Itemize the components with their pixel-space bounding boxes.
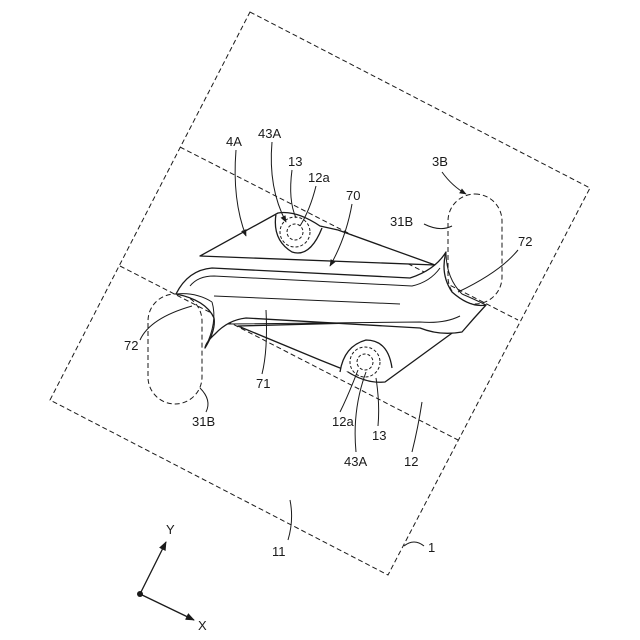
label-71: 71	[256, 376, 270, 391]
leader-43a-bottom	[355, 372, 366, 452]
leader-1	[404, 542, 424, 546]
label-12: 12	[404, 454, 418, 469]
axis-y-label: Y	[166, 522, 175, 537]
leader-3b	[442, 172, 466, 194]
axis-origin	[137, 591, 143, 597]
label-72-right: 72	[518, 234, 532, 249]
leader-31b-bottom	[200, 388, 208, 412]
leader-72-right	[458, 250, 518, 292]
label-43a-top: 43A	[258, 126, 281, 141]
label-13-top: 13	[288, 154, 302, 169]
leader-11	[288, 500, 292, 540]
leader-43a-top	[271, 142, 286, 222]
pad-31b-lower	[148, 294, 202, 404]
label-31b-bottom: 31B	[192, 414, 215, 429]
label-31b-top: 31B	[390, 214, 413, 229]
label-1: 1	[428, 540, 435, 555]
label-43a-bottom: 43A	[344, 454, 367, 469]
label-4a: 4A	[226, 134, 242, 149]
leader-13-top	[291, 170, 296, 218]
label-11: 11	[272, 544, 286, 559]
leader-13-bottom	[376, 378, 379, 426]
axis-x-arrow	[140, 594, 194, 620]
label-12a-bottom: 12a	[332, 414, 354, 429]
label-12a-top: 12a	[308, 170, 330, 185]
label-3b: 3B	[432, 154, 448, 169]
leader-4a	[235, 150, 246, 236]
leader-12	[412, 402, 422, 452]
label-70: 70	[346, 188, 360, 203]
axis-x-label: X	[198, 618, 207, 633]
leader-12a-bottom	[340, 370, 358, 412]
axis-y-arrow	[140, 542, 166, 594]
label-13-bottom: 13	[372, 428, 386, 443]
label-72-left: 72	[124, 338, 138, 353]
